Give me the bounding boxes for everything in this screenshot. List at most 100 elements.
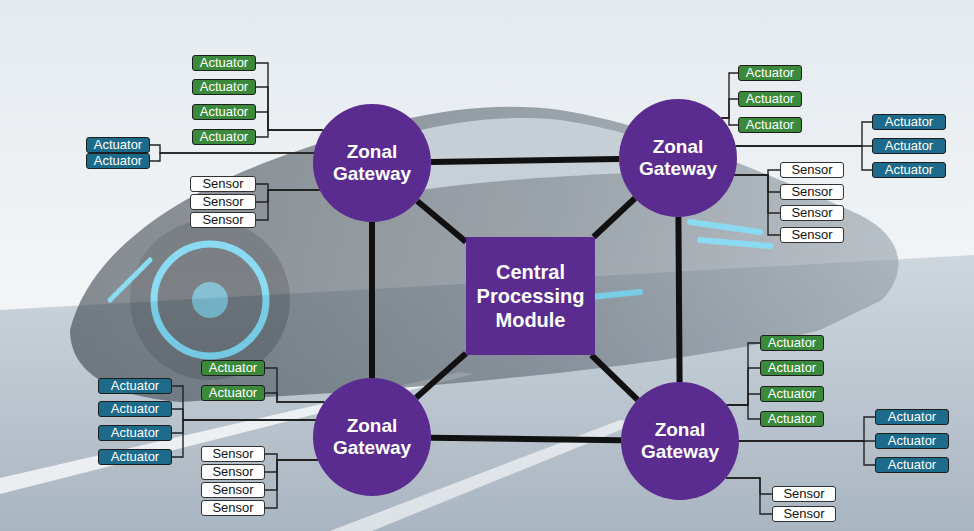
sensor-box: Sensor <box>190 212 256 228</box>
signal-wire <box>256 190 320 202</box>
actuator-box: Actuator <box>192 55 256 71</box>
node-label: Sensor <box>212 483 253 497</box>
node-label: Central Processing Module <box>473 260 589 332</box>
signal-wire <box>265 454 318 460</box>
actuator-box: Actuator <box>201 360 265 376</box>
node-label: Actuator <box>111 379 159 393</box>
actuator-box: Actuator <box>875 409 949 425</box>
node-label: Actuator <box>768 361 816 375</box>
signal-wire <box>265 460 318 472</box>
node-label: Sensor <box>783 487 824 501</box>
node-label: Actuator <box>94 138 142 152</box>
central-module: Central Processing Module <box>466 237 595 355</box>
node-label: Actuator <box>111 402 159 416</box>
signal-wire <box>734 175 780 213</box>
node-label: Sensor <box>202 195 243 209</box>
node-label: Sensor <box>791 206 832 220</box>
signal-wire <box>265 460 318 508</box>
backbone-link <box>369 222 375 378</box>
backbone-link <box>431 159 619 162</box>
backbone-link <box>431 438 621 440</box>
car-illustration <box>70 107 898 402</box>
sensor-box: Sensor <box>780 227 844 243</box>
signal-wire <box>721 99 738 118</box>
signal-wire <box>727 343 760 405</box>
node-label: Actuator <box>94 154 142 168</box>
wheel-hub <box>192 282 228 318</box>
node-label: Actuator <box>111 426 159 440</box>
sensor-box: Sensor <box>780 162 844 178</box>
actuator-box: Actuator <box>875 433 949 449</box>
backbone-link <box>591 355 637 400</box>
sensor-box: Sensor <box>772 506 836 522</box>
sensor-box: Sensor <box>201 500 265 516</box>
node-label: Actuator <box>746 118 794 132</box>
signal-wire <box>256 190 320 220</box>
actuator-box: Actuator <box>872 114 946 130</box>
actuator-box: Actuator <box>760 411 824 427</box>
signal-wire <box>727 368 760 405</box>
actuator-box: Actuator <box>872 162 946 178</box>
node-label: Sensor <box>791 163 832 177</box>
actuator-box: Actuator <box>192 129 256 145</box>
actuator-box: Actuator <box>738 65 802 81</box>
node-label: Actuator <box>768 412 816 426</box>
signal-wire <box>734 175 780 192</box>
signal-wire <box>265 368 325 402</box>
node-label: Sensor <box>212 447 253 461</box>
backbone-link <box>416 353 466 397</box>
node-label: Sensor <box>783 507 824 521</box>
gateway-circle-fill <box>621 382 739 500</box>
zonal-gateway: Zonal Gateway <box>621 382 739 500</box>
actuator-box: Actuator <box>875 457 949 473</box>
signal-wire <box>734 175 780 235</box>
sensor-box: Sensor <box>780 205 844 221</box>
signal-wire <box>739 441 875 465</box>
node-label: Zonal Gateway <box>630 136 726 180</box>
node-label: Actuator <box>888 458 936 472</box>
node-label: Sensor <box>202 213 243 227</box>
signal-wire <box>726 478 772 494</box>
rear-wheel <box>130 220 290 380</box>
backbone-link <box>594 198 635 237</box>
signal-wire <box>172 386 316 420</box>
actuator-box: Actuator <box>760 386 824 402</box>
node-label: Sensor <box>791 228 832 242</box>
sensor-box: Sensor <box>201 482 265 498</box>
actuator-box: Actuator <box>98 378 172 394</box>
signal-wire <box>265 393 325 402</box>
rear-light <box>110 260 150 300</box>
node-label: Actuator <box>768 336 816 350</box>
node-label: Actuator <box>885 139 933 153</box>
node-label: Actuator <box>111 450 159 464</box>
actuator-box: Actuator <box>760 360 824 376</box>
signal-wire <box>734 170 780 175</box>
gateway-circle-fill <box>619 99 737 217</box>
sensor-box: Sensor <box>780 184 844 200</box>
node-label: Actuator <box>885 115 933 129</box>
sensor-box: Sensor <box>772 486 836 502</box>
actuator-box: Actuator <box>872 138 946 154</box>
actuator-box: Actuator <box>738 117 802 133</box>
node-label: Actuator <box>885 163 933 177</box>
actuator-box: Actuator <box>98 401 172 417</box>
actuator-box: Actuator <box>201 385 265 401</box>
signal-wire <box>172 409 316 420</box>
signal-wire <box>727 394 760 405</box>
signal-wire <box>256 63 323 130</box>
actuator-box: Actuator <box>738 91 802 107</box>
signal-wire <box>172 420 316 433</box>
node-label: Actuator <box>746 66 794 80</box>
node-label: Actuator <box>200 105 248 119</box>
node-label: Actuator <box>746 92 794 106</box>
car-body <box>70 107 898 402</box>
zonal-gateway: Zonal Gateway <box>619 99 737 217</box>
signal-wire <box>150 145 314 153</box>
signal-wire <box>256 112 323 130</box>
signal-wire <box>256 130 323 137</box>
actuator-box: Actuator <box>192 79 256 95</box>
sensor-box: Sensor <box>190 194 256 210</box>
node-label: Actuator <box>200 80 248 94</box>
